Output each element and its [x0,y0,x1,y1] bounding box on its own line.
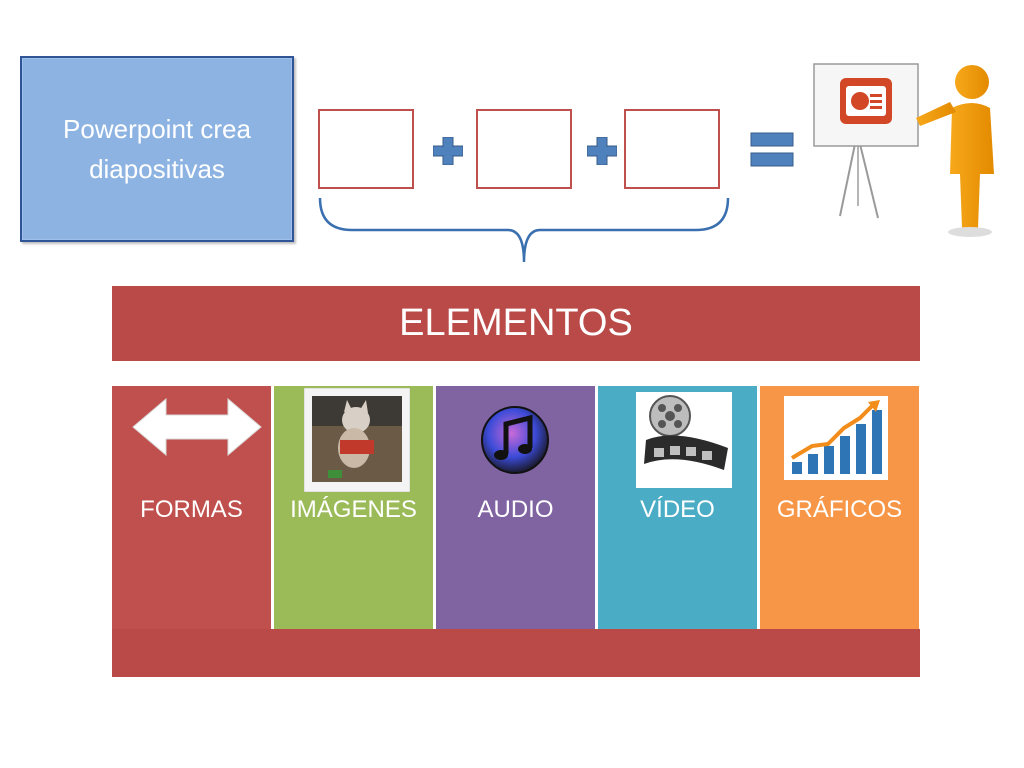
intro-text: Powerpoint crea diapositivas [63,114,251,184]
column-divider [433,386,436,629]
presenter-icon [813,63,994,237]
plus-icon [433,137,463,165]
column-label: FORMAS [140,496,243,523]
column-label: VÍDEO [640,496,715,523]
column-label: IMÁGENES [290,496,417,523]
column-video: VÍDEO [598,386,757,629]
plus-icon [587,137,617,165]
elementos-footer [112,629,920,677]
elementos-header: ELEMENTOS [112,286,920,361]
intro-box: Powerpoint crea diapositivas [20,56,294,242]
slot-3 [624,109,720,189]
equals-icon [750,132,794,167]
column-label: AUDIO [477,496,554,523]
music-note-icon [481,406,549,474]
double-arrow-icon [132,397,262,457]
column-imagenes: IMÁGENES [274,386,433,629]
film-reel-icon [636,392,732,488]
column-label: GRÁFICOS [776,496,903,523]
column-graficos: GRÁFICOS [760,386,919,629]
column-divider [757,386,760,629]
column-formas: FORMAS [112,386,271,629]
bar-chart-icon [784,396,888,480]
slot-2 [476,109,572,189]
column-divider [271,386,274,629]
column-divider [595,386,598,629]
cat-photo-icon [304,388,410,492]
slot-1 [318,109,414,189]
column-audio: AUDIO [436,386,595,629]
brace-icon [318,197,730,263]
elementos-title: ELEMENTOS [399,302,633,344]
